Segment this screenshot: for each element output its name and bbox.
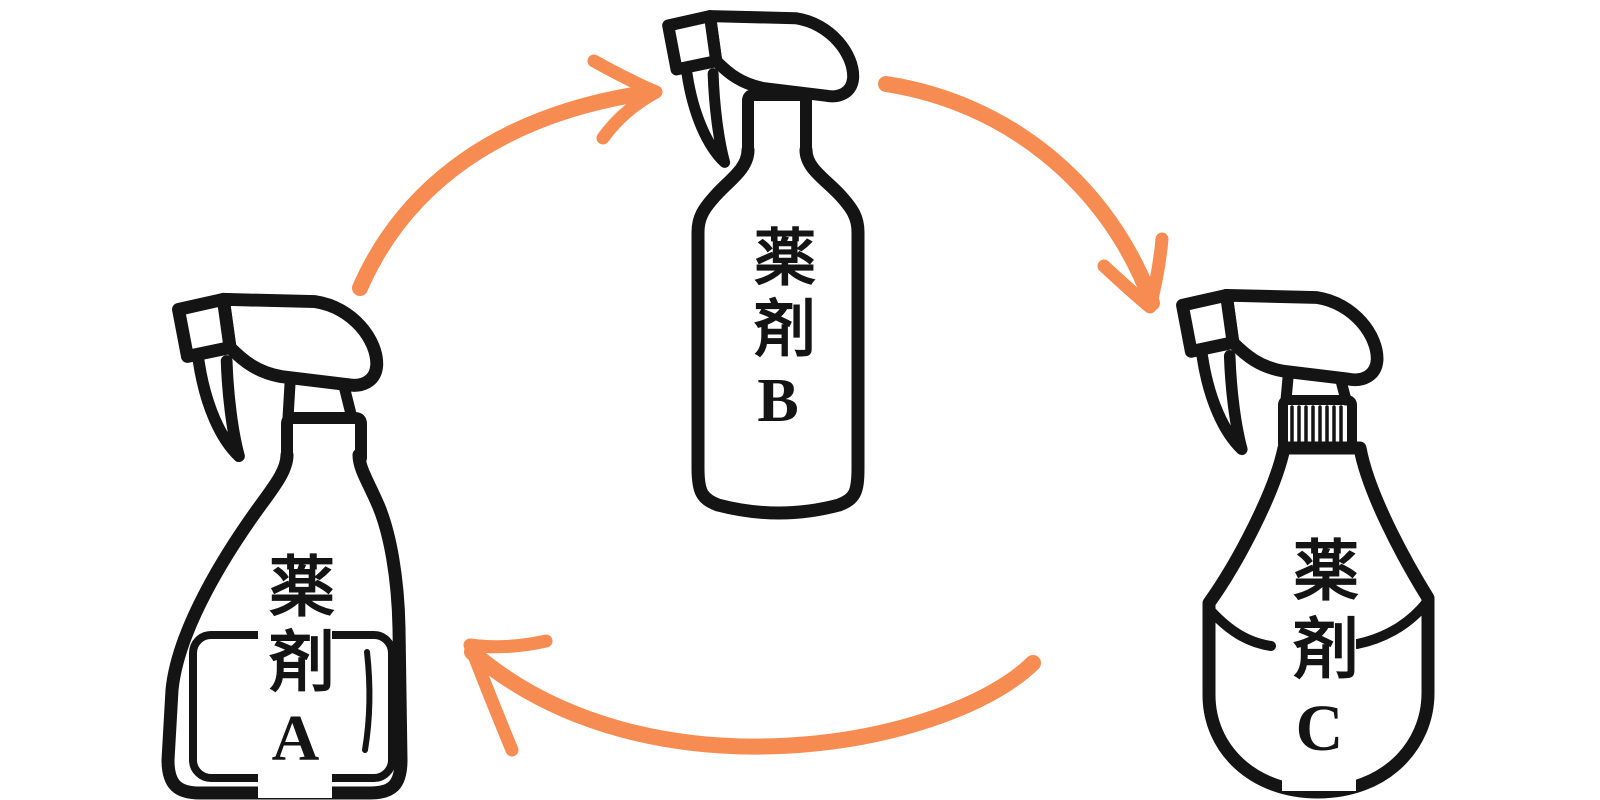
arrow-b-to-c-shaft [878,76,1160,311]
arrow-b-to-c-head [1097,232,1169,314]
bottle-c-label: 薬剤C [1282,533,1356,791]
bottle-a-neck [281,412,367,464]
arrow-c-to-a-shaft [464,644,1041,755]
cycle-arrows [352,54,1169,757]
arrow-a-to-b-head [587,54,663,145]
bottle-b-label: 薬剤B [743,222,813,458]
arrow-c-to-a-head [463,634,553,757]
bottle-b-neck [742,89,812,160]
bottle-c-seam-right [1352,597,1432,649]
bottle-c-collar-ribs [1290,405,1343,444]
bottle-a-highlight-line [362,649,373,753]
bottle-c-collar [1278,395,1357,453]
arrow-a-to-b-shaft [352,85,653,296]
bottle-a-label: 薬剤A [258,549,332,798]
bottle-c-seam-left [1205,605,1276,651]
